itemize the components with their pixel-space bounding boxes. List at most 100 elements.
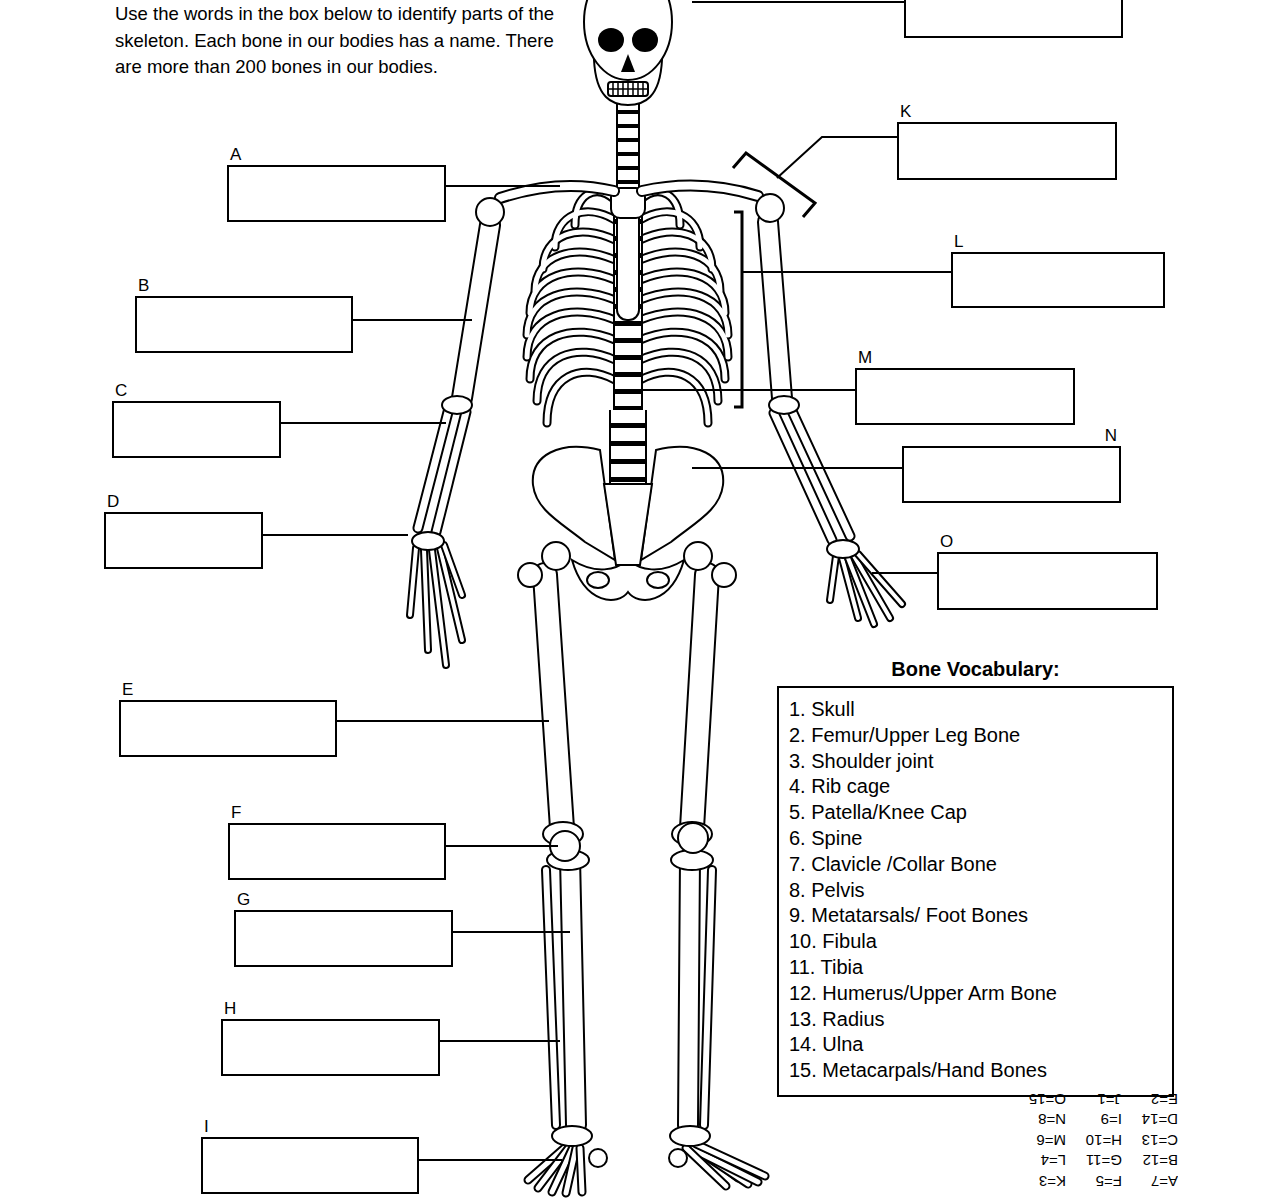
arm-bones: [476, 198, 504, 226]
leg-bones: [546, 870, 556, 1125]
clavicles: [642, 186, 758, 196]
spine: [613, 190, 643, 412]
leader-line: [872, 572, 937, 574]
answer-box: D: [104, 512, 263, 569]
answer-box: A: [227, 165, 446, 222]
hand-bones: [412, 532, 444, 550]
answer-box: E: [119, 700, 337, 757]
leg-bones: [688, 858, 690, 1125]
answer-key: A=7F=5K=3B=12G=11L=4C=13H=10M=6D=14I=9N=…: [1010, 1088, 1178, 1191]
hand-bones: [410, 548, 416, 615]
box-letter: O: [940, 532, 953, 551]
foot-bones: [566, 1148, 576, 1193]
vocabulary-item: 8. Pelvis: [789, 878, 1162, 904]
leg-bones: [570, 858, 576, 1125]
vocabulary-item: 7. Clavicle /Collar Bone: [789, 852, 1162, 878]
leg-bones: [545, 575, 562, 828]
leader-line: [440, 1040, 560, 1042]
pelvis: [641, 447, 723, 560]
foot-bones: [669, 1149, 687, 1167]
vocabulary-item: 15. Metacarpals/Hand Bones: [789, 1058, 1162, 1084]
answer-key-entry: L=4: [1010, 1150, 1066, 1171]
spine: [609, 410, 647, 492]
answer-box: [905, 0, 1122, 37]
answer-box: I: [201, 1137, 419, 1194]
answer-key-entry: F=5: [1066, 1170, 1122, 1191]
foot-bones: [552, 1126, 592, 1146]
hand-bones: [410, 548, 416, 615]
clavicles: [500, 186, 614, 198]
leader-line: [263, 534, 408, 536]
leader-line: [353, 319, 472, 321]
leg-bones: [692, 575, 707, 828]
skull: [621, 54, 635, 72]
leg-bones: [712, 563, 736, 587]
hand-bones: [424, 550, 428, 650]
answer-key-entry: H=10: [1066, 1129, 1122, 1150]
box-letter: E: [122, 680, 133, 699]
bracket: [734, 212, 742, 407]
bracket: [733, 153, 815, 407]
foot-bones: [686, 1148, 726, 1186]
leg-bones: [518, 563, 542, 587]
answer-key-entry: B=12: [1122, 1150, 1178, 1171]
box-letter: L: [954, 232, 963, 251]
answer-key-entry: E=2: [1122, 1088, 1178, 1109]
answer-key-entry: N=8: [1010, 1109, 1066, 1130]
pelvis: [533, 447, 615, 560]
answer-box: N: [902, 446, 1121, 503]
leader-line: [742, 271, 951, 273]
vocabulary-item: 1. Skull: [789, 697, 1162, 723]
bracket: [733, 153, 815, 217]
answer-box: F: [228, 823, 446, 880]
skull: [608, 82, 648, 96]
answer-key-entry: D=14: [1122, 1109, 1178, 1130]
answer-key-entry: I=9: [1066, 1109, 1122, 1130]
leg-bones: [704, 870, 712, 1125]
arm-bones: [768, 222, 782, 398]
leader-line: [453, 931, 570, 933]
leg-bones: [688, 858, 690, 1125]
answer-key-entry: G=11: [1066, 1150, 1122, 1171]
answer-key-entry: A=7: [1122, 1170, 1178, 1191]
clavicles: [500, 186, 614, 198]
box-letter: B: [138, 276, 149, 295]
vocabulary-item: 14. Ulna: [789, 1032, 1162, 1058]
clavicles: [500, 186, 758, 198]
leader-line: [446, 845, 558, 847]
arm-bones: [462, 225, 490, 398]
vocabulary-item: 6. Spine: [789, 826, 1162, 852]
foot-bones: [580, 1148, 582, 1192]
answer-box: H: [221, 1019, 440, 1076]
spine: [618, 100, 638, 192]
instructions: Use the words in the box below to identi…: [115, 1, 567, 81]
sternum: [611, 188, 645, 320]
foot-bones: [528, 1126, 765, 1193]
foot-bones: [686, 1148, 726, 1186]
box-letter: G: [237, 890, 250, 909]
arm-bones: [792, 411, 850, 536]
vocabulary-box: Bone Vocabulary:1. Skull2. Femur/Upper L…: [777, 686, 1174, 1097]
pelvis: [647, 572, 669, 588]
hand-bones: [444, 545, 462, 595]
arm-bones: [442, 396, 472, 414]
answer-box: B: [135, 296, 353, 353]
box-letter: K: [900, 102, 911, 121]
skull: [608, 82, 648, 96]
hand-bones: [830, 556, 836, 600]
vocabulary-item: 2. Femur/Upper Leg Bone: [789, 723, 1162, 749]
hand-bones: [424, 550, 428, 650]
arm-bones: [792, 411, 850, 536]
foot-bones: [580, 1148, 582, 1192]
answer-key-entry: K=3: [1010, 1170, 1066, 1191]
leg-bones: [546, 870, 556, 1125]
arm-bones: [769, 396, 799, 414]
box-letter: F: [231, 803, 241, 822]
arm-bones: [462, 225, 490, 398]
answer-box: O: [937, 552, 1158, 610]
vocabulary-item: 10. Fibula: [789, 929, 1162, 955]
vocabulary-item: 13. Radius: [789, 1007, 1162, 1033]
hand-bones: [827, 540, 859, 558]
leg-bones: [678, 823, 708, 853]
leader-line: [419, 1159, 562, 1161]
